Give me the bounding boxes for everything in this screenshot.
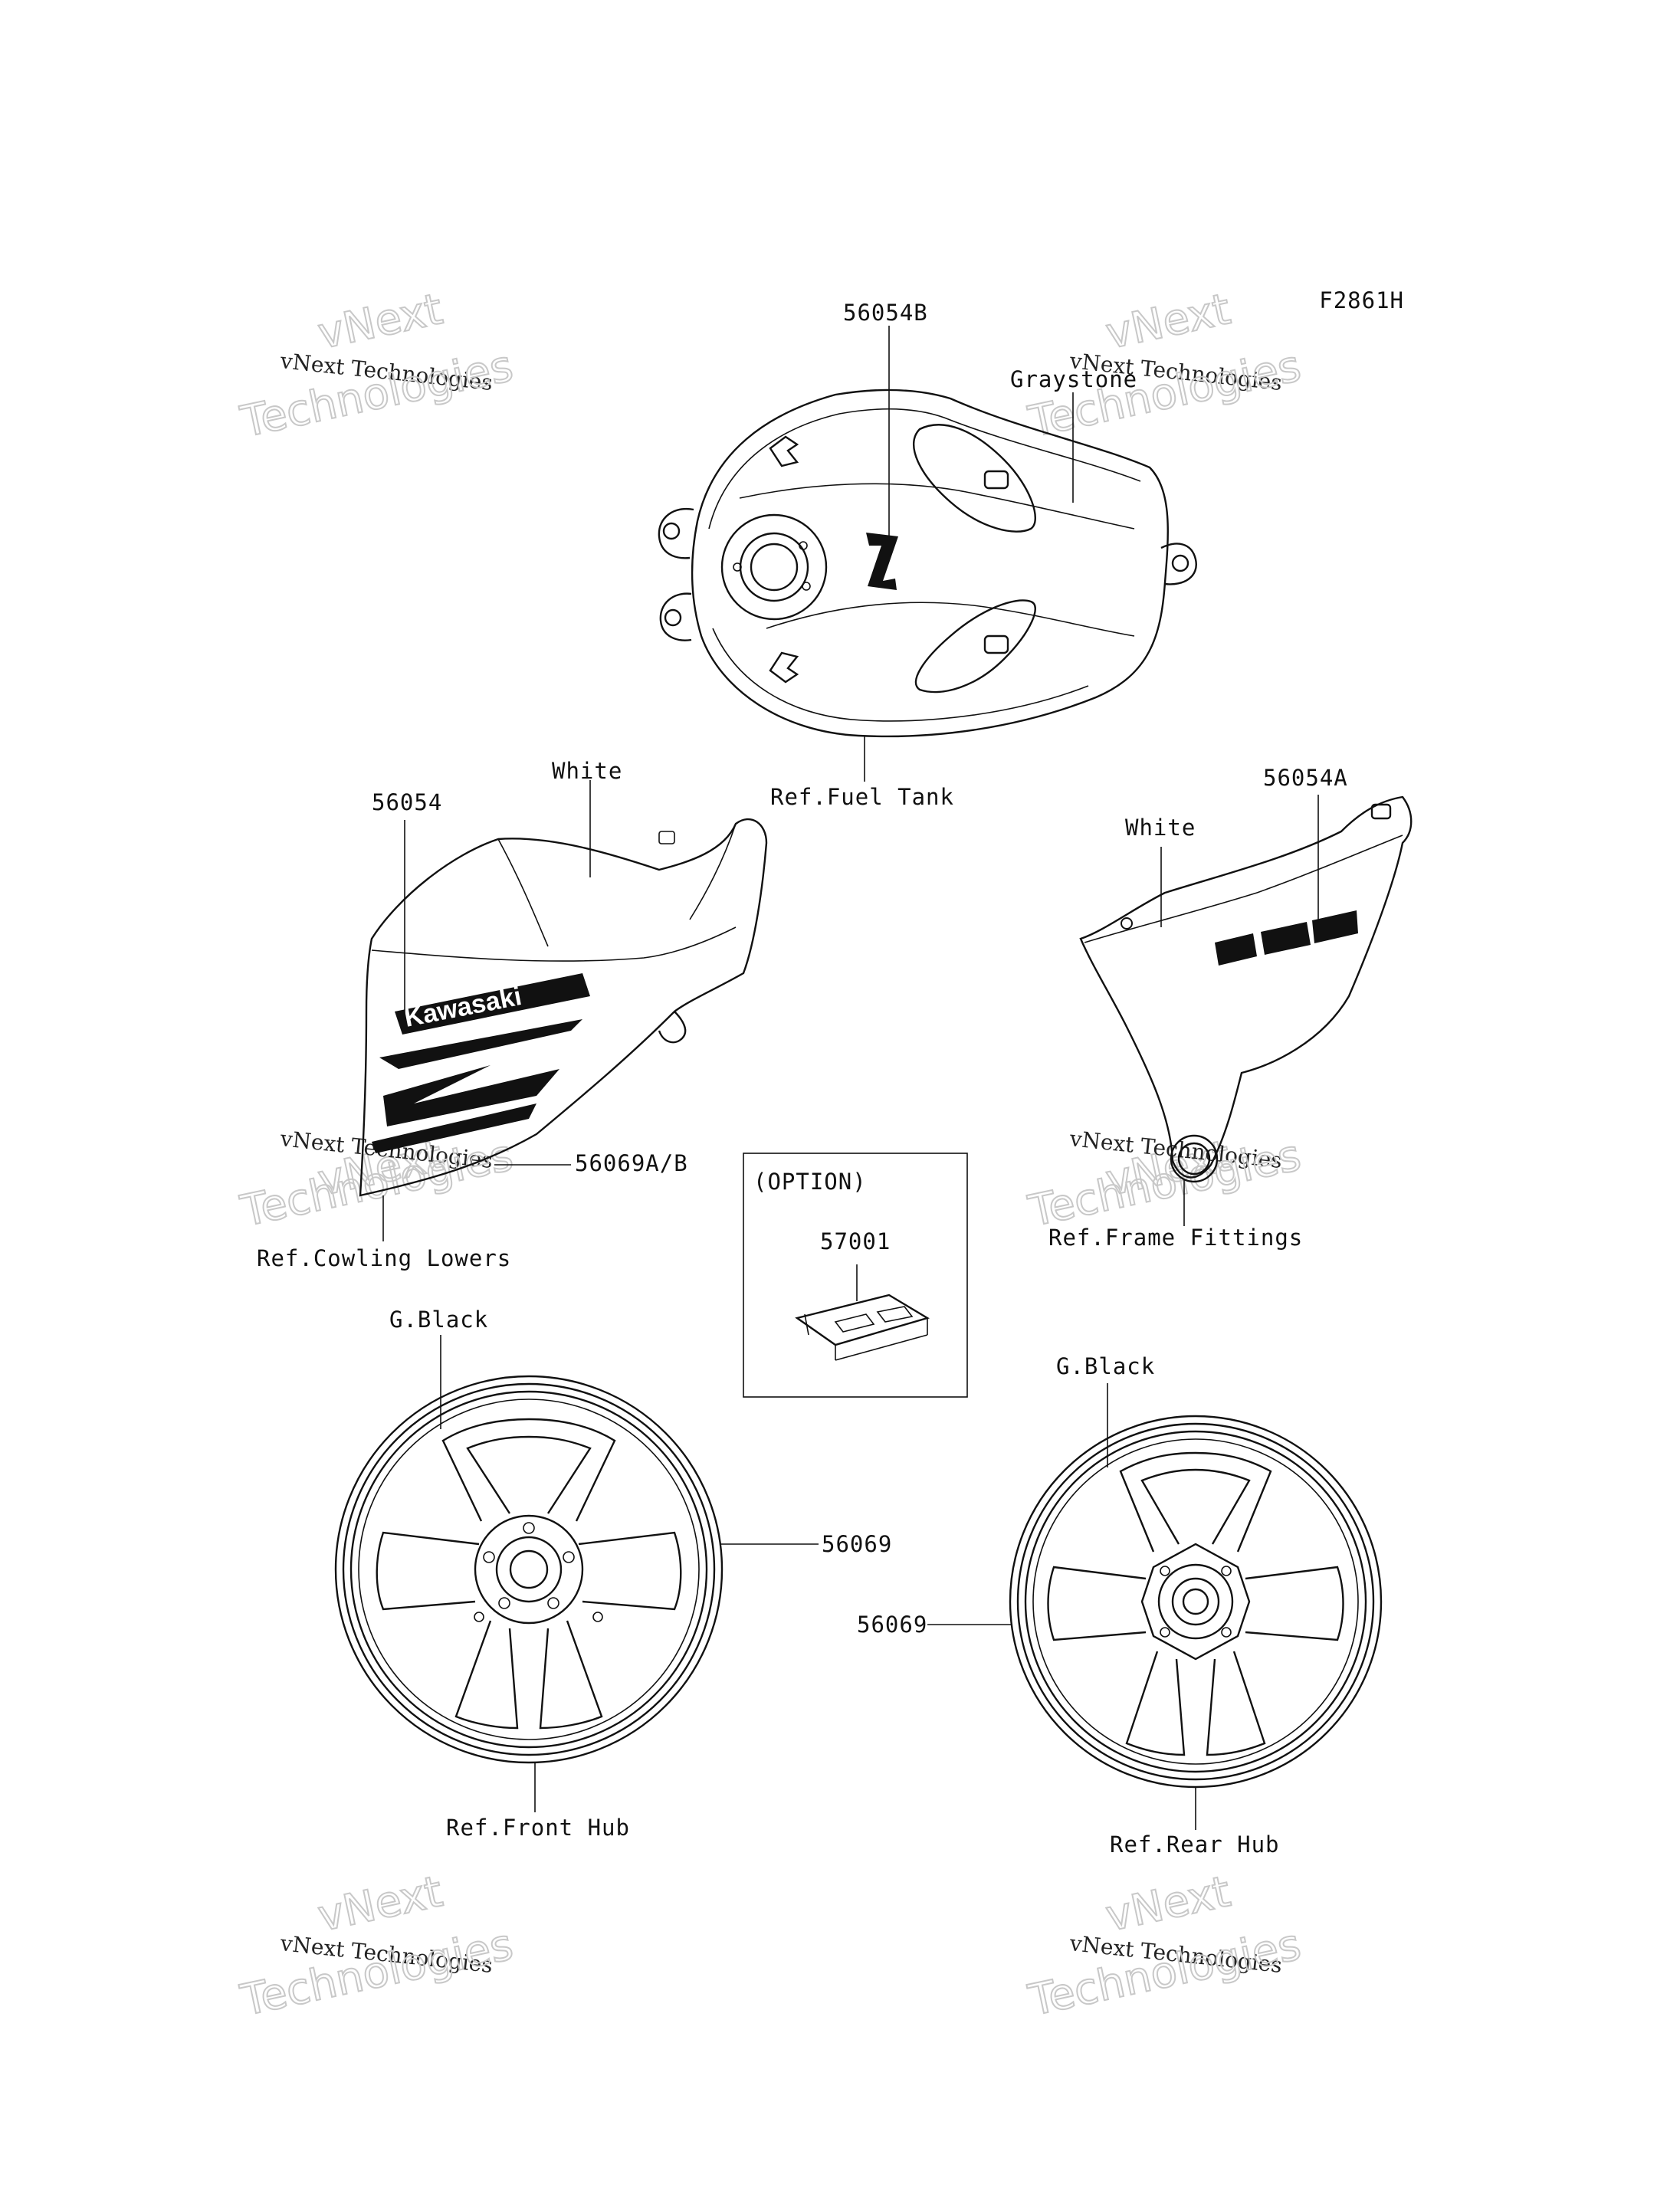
label-frame-part: 56054A: [1263, 765, 1348, 791]
label-front-ref: Ref.Front Hub: [446, 1815, 630, 1841]
rear-wheel-drawing: [927, 1383, 1383, 1830]
watermark-mid-right: vNext vNext Technologies Technologies: [1023, 1126, 1305, 1238]
label-tank-ref: Ref.Fuel Tank: [770, 784, 954, 810]
label-option-part: 57001: [820, 1228, 891, 1254]
label-cowl-part: 56054: [372, 789, 442, 815]
label-tank-part: 56054B: [843, 300, 928, 326]
label-rear-color: G.Black: [1056, 1353, 1155, 1379]
watermark-line3: Technologies: [1024, 1920, 1304, 2026]
label-front-part: 56069: [822, 1531, 892, 1557]
watermark-bottom-left: vNext vNext Technologies Technologies: [235, 1866, 517, 2027]
watermark-line1: vNext: [313, 284, 447, 359]
watermark-line1: vNext: [313, 1867, 447, 1942]
label-rear-ref: Ref.Rear Hub: [1110, 1831, 1280, 1858]
label-tank-color: Graystone: [1010, 366, 1137, 392]
watermark-line1: vNext: [1101, 284, 1235, 359]
label-frame-ref: Ref.Frame Fittings: [1048, 1225, 1303, 1251]
fuel-tank-drawing: [658, 326, 1197, 782]
label-cowl-ref: Ref.Cowling Lowers: [257, 1245, 511, 1271]
watermark-line3: Technologies: [236, 341, 517, 448]
label-rear-part: 56069: [857, 1612, 927, 1638]
z-logo-icon: [866, 533, 898, 590]
z900-decal-icon: [1312, 910, 1358, 943]
kawasaki-decal-text: Kawasaki: [402, 982, 523, 1033]
watermark-line3: Technologies: [236, 1920, 517, 2026]
label-cowl-color: White: [552, 758, 622, 784]
label-cowl-part2: 56069A/B: [575, 1150, 688, 1176]
option-box: [743, 1153, 968, 1398]
label-frame-color: White: [1125, 815, 1196, 841]
front-wheel-drawing: [334, 1335, 819, 1812]
frame-fittings-drawing: [1079, 795, 1413, 1226]
watermark-top-left: vNext vNext Technologies Technologies: [235, 284, 517, 448]
figure-code: F2861H: [1319, 287, 1404, 313]
kawasaki-decal-icon: [395, 973, 590, 1035]
option-title: (OPTION): [753, 1169, 867, 1195]
label-front-color: G.Black: [389, 1307, 488, 1333]
z-stripe-decal-icon: [383, 1065, 559, 1126]
watermark-line1: vNext: [1101, 1867, 1235, 1942]
watermark-bottom-right: vNext vNext Technologies Technologies: [1023, 1866, 1305, 2027]
